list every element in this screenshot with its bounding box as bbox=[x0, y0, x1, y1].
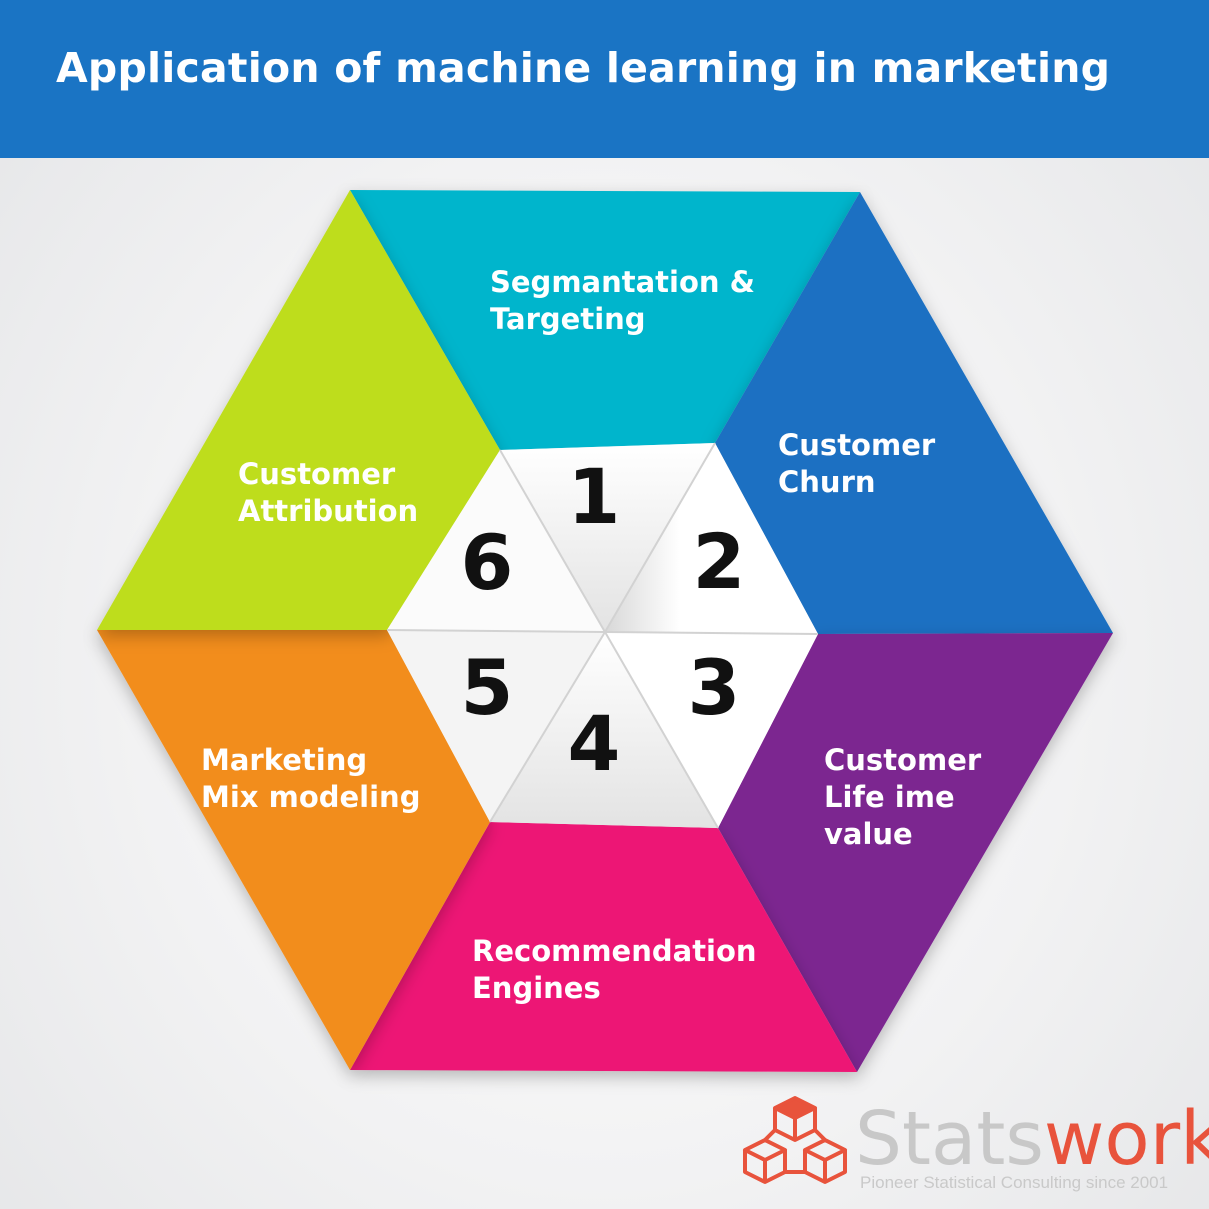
segment-3-label-line2: Life ime bbox=[824, 780, 955, 814]
segment-4-label-line1: Recommendation bbox=[472, 934, 757, 968]
segment-4-panel bbox=[350, 822, 857, 1072]
segment-4-number: 4 bbox=[568, 699, 621, 788]
segment-3-label-line1: Customer bbox=[824, 743, 982, 777]
segment-6-label-line2: Attribution bbox=[238, 494, 418, 528]
segment-3-inner bbox=[605, 632, 818, 828]
segment-5-label-line2: Mix modeling bbox=[201, 780, 420, 814]
segment-3-number: 3 bbox=[688, 643, 741, 732]
segment-6-panel bbox=[97, 190, 500, 630]
segment-2-label-line1: Customer bbox=[778, 428, 936, 462]
segment-2-label-line2: Churn bbox=[778, 465, 876, 499]
segment-1-label-line1: Segmantation & bbox=[490, 265, 755, 299]
segment-6-label-line1: Customer bbox=[238, 457, 396, 491]
segment-2-number: 2 bbox=[693, 517, 746, 606]
segment-4-inner bbox=[490, 632, 718, 828]
logo-name-part1: Stats bbox=[855, 1096, 1044, 1182]
segment-5-panel bbox=[97, 630, 490, 1070]
segment-4-label-line2: Engines bbox=[472, 971, 601, 1005]
logo-tagline: Pioneer Statistical Consulting since 200… bbox=[860, 1173, 1168, 1192]
page-title: Application of machine learning in marke… bbox=[56, 44, 1111, 92]
segment-5-number: 5 bbox=[461, 643, 514, 732]
segment-1-label-line2: Targeting bbox=[490, 302, 646, 336]
segment-2-inner bbox=[605, 443, 818, 634]
segment-1-inner bbox=[500, 443, 715, 632]
segment-6-number: 6 bbox=[461, 518, 514, 607]
logo-text: Statswork bbox=[855, 1096, 1209, 1182]
segment-2-panel bbox=[715, 192, 1113, 634]
segment-3-panel bbox=[718, 633, 1113, 1072]
segment-1-panel bbox=[350, 190, 860, 450]
segment-5-label-line1: Marketing bbox=[201, 743, 367, 777]
inner-dividers bbox=[386, 442, 819, 829]
header-banner: Application of machine learning in marke… bbox=[0, 0, 1209, 158]
segment-1-number: 1 bbox=[568, 452, 621, 541]
segment-3-label-line3: value bbox=[824, 817, 913, 851]
segment-6-inner bbox=[387, 450, 605, 632]
logo-name-part2: work bbox=[1044, 1096, 1209, 1182]
segment-5-inner bbox=[387, 630, 605, 822]
cubes-icon bbox=[743, 1096, 847, 1184]
